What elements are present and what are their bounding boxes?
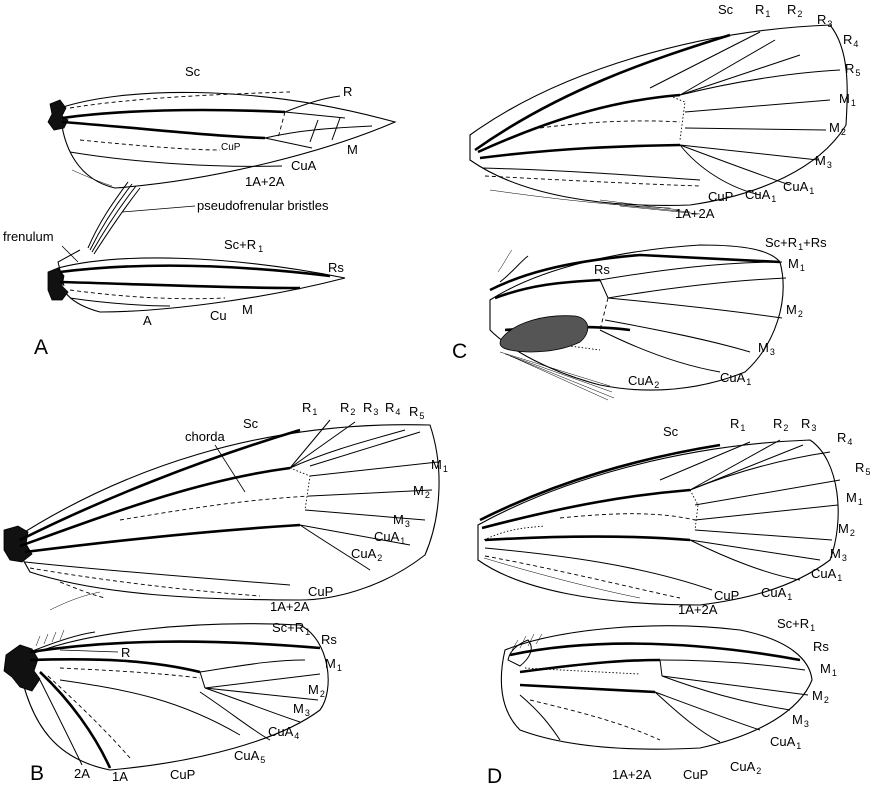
panel-b-forewing <box>3 419 440 601</box>
label-b-chorda: chorda <box>185 429 226 444</box>
label-d-r1: R1 <box>730 416 745 433</box>
label-a-frenulum: frenulum <box>3 229 54 244</box>
label-d-cup-hind: CuP <box>683 767 708 782</box>
label-c-sc: Sc <box>718 2 734 17</box>
label-a-cup: CuP <box>221 142 241 153</box>
label-b-rs: Rs <box>321 632 337 647</box>
label-c-cua1-hind: CuA1 <box>720 370 751 387</box>
label-d-scr1: Sc+R1 <box>777 616 815 633</box>
label-c-r1: R1 <box>755 2 770 19</box>
label-b-cua4: CuA4 <box>268 724 299 741</box>
panel-a-hindwing <box>47 249 346 313</box>
label-c-r4: R4 <box>843 32 858 49</box>
label-d-m2: M2 <box>838 521 855 538</box>
label-c-1a2a: 1A+2A <box>675 206 715 221</box>
label-d-1a2a: 1A+2A <box>678 602 718 617</box>
label-c-m2-hind: M2 <box>786 302 803 319</box>
label-c-m3: M3 <box>815 153 832 170</box>
label-a-m: M <box>347 142 358 157</box>
label-b-2a: 2A <box>74 766 90 781</box>
panel-c-forewing <box>469 24 848 215</box>
panel-b-hindwing <box>3 591 329 771</box>
label-d-m1-hind: M1 <box>820 661 837 678</box>
panel-label-c: C <box>452 340 467 363</box>
label-a-a: A <box>143 313 152 328</box>
label-a-cu: Cu <box>210 308 227 323</box>
label-d-cua1-lower: CuA1 <box>761 585 792 602</box>
label-b-1a: 1A <box>112 769 128 784</box>
label-c-r3: R3 <box>817 12 832 29</box>
panel-label-b: B <box>30 762 44 785</box>
label-c-r5: R5 <box>845 61 860 78</box>
label-c-m3-hind: M3 <box>758 340 775 357</box>
label-b-cua1: CuA1 <box>374 529 405 546</box>
panel-a: Sc R CuP M CuA 1A+2A pseudofrenular bris… <box>3 64 397 359</box>
label-b-m2: M2 <box>413 483 430 500</box>
label-b-r5: R5 <box>409 404 424 421</box>
label-d-cua2-hind: CuA2 <box>730 759 761 776</box>
label-c-cup: CuP <box>708 189 733 204</box>
panel-d-hindwing <box>500 625 813 750</box>
panel-d-forewing <box>477 439 841 606</box>
label-b-m3: M3 <box>393 512 410 529</box>
label-b-m3-hind: M3 <box>293 701 310 718</box>
label-b-scr1: Sc+R1 <box>272 620 310 637</box>
label-d-r4: R4 <box>837 430 852 447</box>
label-b-r4: R4 <box>385 400 400 417</box>
label-c-cua1-inner: CuA1 <box>745 187 776 204</box>
label-d-m1: M1 <box>846 490 863 507</box>
pseudofrenular-bristles-graphic <box>87 181 196 255</box>
label-a-rs: Rs <box>328 260 344 275</box>
label-b-r3: R3 <box>363 400 378 417</box>
label-b-m1: M1 <box>431 457 448 474</box>
label-d-r3: R3 <box>801 416 816 433</box>
label-b-1a2a: 1A+2A <box>270 599 310 614</box>
label-b-m1-hind: M1 <box>325 656 342 673</box>
label-c-cua2-hind: CuA2 <box>628 373 659 390</box>
label-b-cup-hind: CuP <box>170 767 195 782</box>
label-c-rs: Rs <box>594 262 610 277</box>
label-d-cua1: CuA1 <box>811 566 842 583</box>
panel-c: Sc R1 R2 R3 R4 R5 M1 M2 M3 CuA1 CuA1 CuP… <box>452 2 860 401</box>
panel-a-forewing <box>47 91 397 189</box>
panel-d: Sc R1 R2 R3 R4 R5 M1 M2 M3 CuA1 CuA1 CuP… <box>477 416 870 788</box>
label-d-rs: Rs <box>813 639 829 654</box>
label-c-m1: M1 <box>839 91 856 108</box>
label-d-m3: M3 <box>830 546 847 563</box>
label-a-cua: CuA <box>291 158 317 173</box>
label-b-m2-hind: M2 <box>308 682 325 699</box>
label-d-r2: R2 <box>773 416 788 433</box>
label-c-m1-hind: M1 <box>788 256 805 273</box>
panel-label-a: A <box>34 336 48 359</box>
label-b-cup: CuP <box>308 584 333 599</box>
label-d-cup: CuP <box>714 588 739 603</box>
label-d-1a2a-hind: 1A+2A <box>612 767 652 782</box>
label-c-m2: M2 <box>829 120 846 137</box>
label-b-r: R <box>121 645 130 660</box>
panel-label-d: D <box>487 765 502 788</box>
label-b-r2: R2 <box>340 400 355 417</box>
label-b-cua5: CuA5 <box>234 748 265 765</box>
label-a-sc: Sc <box>185 64 201 79</box>
label-c-scr1rs: Sc+R1+Rs <box>765 235 827 252</box>
label-d-cua1-hind: CuA1 <box>770 734 801 751</box>
label-d-m3-hind: M3 <box>792 712 809 729</box>
label-d-m2-hind: M2 <box>812 688 829 705</box>
panel-c-hindwing <box>489 244 787 401</box>
label-b-r1: R1 <box>302 400 317 417</box>
label-c-cua1-outer: CuA1 <box>783 179 814 196</box>
label-d-r5: R5 <box>855 460 870 477</box>
label-d-sc: Sc <box>663 424 679 439</box>
label-c-r2: R2 <box>787 2 802 19</box>
label-a-r: R <box>343 84 352 99</box>
label-b-sc: Sc <box>243 416 259 431</box>
panel-b: Sc chorda R1 R2 R3 R4 R5 M1 M2 M3 CuA1 C… <box>3 400 448 785</box>
label-a-pseudofrenular: pseudofrenular bristles <box>197 198 329 213</box>
label-a-1a2a: 1A+2A <box>245 174 285 189</box>
label-b-cua2: CuA2 <box>351 546 382 563</box>
label-a-m-hind: M <box>242 302 253 317</box>
